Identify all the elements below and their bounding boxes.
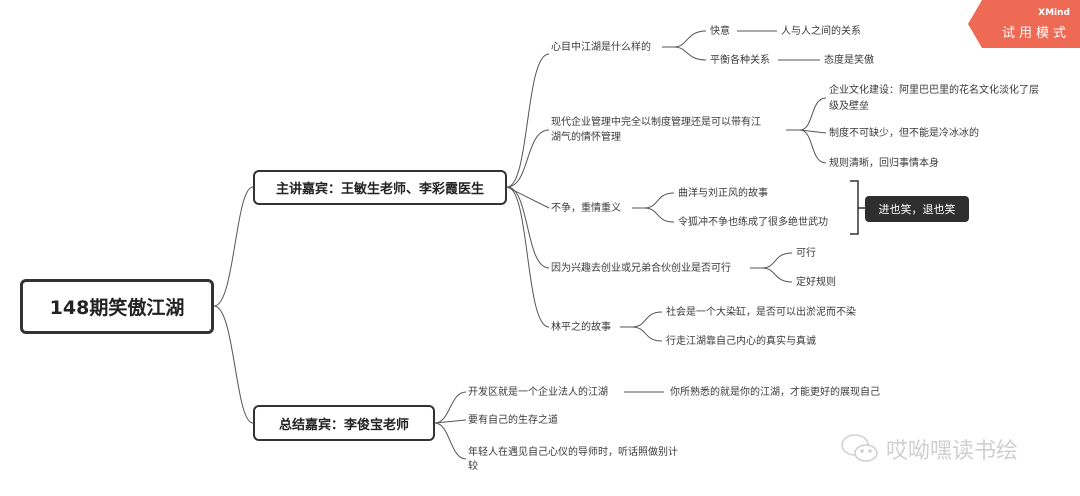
leaf[interactable]: 你所熟悉的就是你的江湖，才能更好的展现自己 — [670, 387, 880, 398]
subtopic[interactable]: 因为兴趣去创业或兄弟合伙创业是否可行 — [551, 263, 731, 274]
leaf[interactable]: 可行 — [796, 248, 816, 259]
leaf-line[interactable]: 级及壁垒 — [829, 101, 869, 112]
watermark-text: 哎呦嘿读书绘 — [886, 439, 1019, 464]
subtopic[interactable]: 要有自己的生存之道 — [468, 415, 558, 426]
leaf[interactable]: 制度不可缺少，但不能是冷冰冰的 — [829, 128, 979, 139]
xmind-brand: XMind — [1038, 8, 1070, 18]
leaf[interactable]: 行走江湖靠自己内心的真实与真诚 — [666, 336, 816, 347]
main-topic-speakers[interactable]: 主讲嘉宾：王敏生老师、李彩霞医生 — [253, 170, 507, 205]
watermark: 哎呦嘿读书绘 — [840, 432, 1018, 466]
trial-mode-label: 试用模式 — [1001, 26, 1070, 41]
subtopic-line[interactable]: 年轻人在遇见自己心仪的导师时，听话照做别计 — [468, 447, 678, 458]
leaf[interactable]: 定好规则 — [796, 277, 836, 288]
leaf[interactable]: 快意 — [710, 26, 730, 37]
subtopic[interactable]: 不争，重情重义 — [551, 203, 621, 214]
leaf[interactable]: 社会是一个大染缸，是否可以出淤泥而不染 — [666, 307, 856, 318]
leaf-line[interactable]: 企业文化建设：阿里巴巴里的花名文化淡化了层 — [829, 85, 1039, 96]
subtopic[interactable]: 开发区就是一个企业法人的江湖 — [468, 387, 608, 398]
leaf[interactable]: 曲洋与刘正风的故事 — [678, 188, 768, 199]
subtopic-line[interactable]: 较 — [468, 461, 478, 472]
subtopic[interactable]: 林平之的故事 — [551, 322, 611, 333]
leaf[interactable]: 态度是笑傲 — [824, 55, 874, 66]
wechat-icon — [841, 434, 878, 462]
subtopic[interactable]: 心目中江湖是什么样的 — [551, 42, 651, 53]
subtopic-line[interactable]: 现代企业管理中完全以制度管理还是可以带有江 — [551, 117, 761, 128]
subtopic-line[interactable]: 湖气的情怀管理 — [551, 132, 621, 143]
leaf[interactable]: 规则清晰，回归事情本身 — [829, 158, 939, 169]
xmind-trial-badge: XMind 试用模式 — [968, 0, 1080, 48]
leaf[interactable]: 人与人之间的关系 — [781, 26, 861, 37]
leaf[interactable]: 平衡各种关系 — [710, 55, 770, 66]
summary-topic[interactable]: 进也笑，退也笑 — [865, 196, 969, 222]
main-topic-summary[interactable]: 总结嘉宾：李俊宝老师 — [253, 405, 435, 441]
leaf[interactable]: 令狐冲不争也练成了很多绝世武功 — [678, 217, 828, 228]
root-topic[interactable]: 148期笑傲江湖 — [20, 279, 214, 334]
